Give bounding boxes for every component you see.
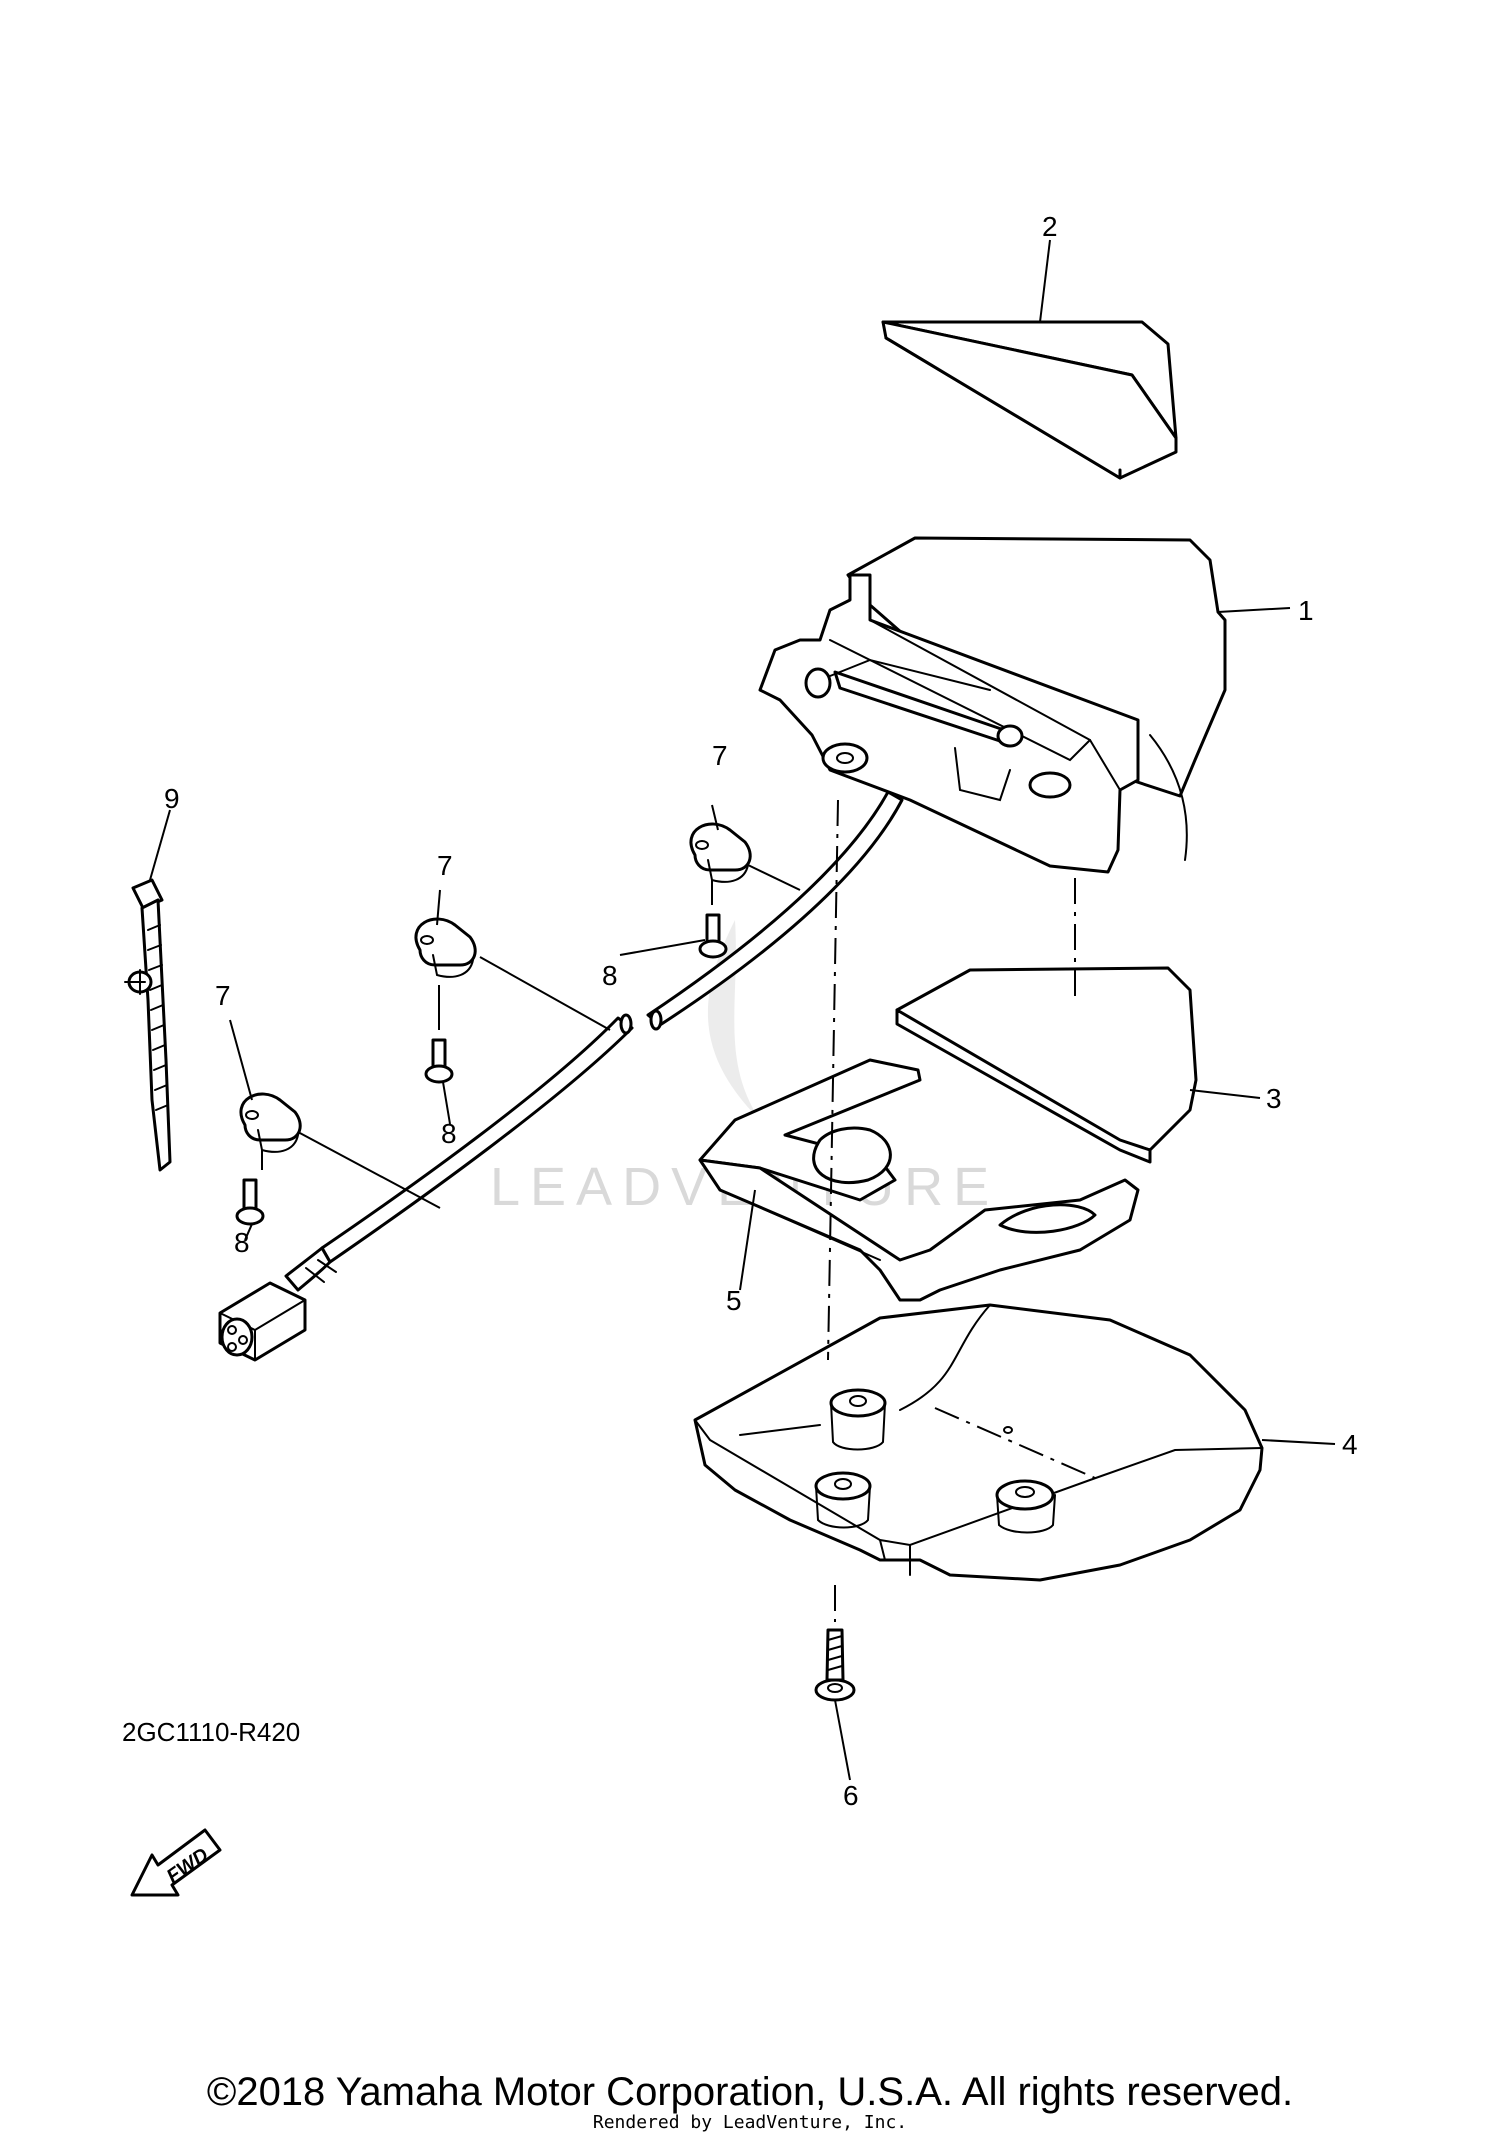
part-8-screw-middle — [424, 1038, 454, 1084]
callout-3: 3 — [1266, 1083, 1282, 1114]
callout-5: 5 — [726, 1285, 742, 1316]
part-7-clamp-left — [239, 1092, 302, 1153]
callout-8-right: 8 — [602, 960, 618, 991]
part-8-screw-left — [235, 1178, 265, 1226]
part-4-cover — [693, 1303, 1264, 1582]
callout-2: 2 — [1042, 211, 1058, 242]
callout-9: 9 — [164, 783, 180, 814]
part-3-gasket — [895, 966, 1198, 1164]
part-2-gasket — [881, 320, 1178, 480]
copyright-notice: ©2018 Yamaha Motor Corporation, U.S.A. A… — [206, 2070, 1294, 2114]
callout-6: 6 — [843, 1780, 859, 1811]
part-6-screw — [814, 1628, 856, 1702]
part-8-screw-right — [698, 913, 728, 959]
alignment-lines — [261, 799, 1076, 1622]
part-7-clamp-middle — [414, 917, 477, 978]
callout-8-middle: 8 — [441, 1118, 457, 1149]
fwd-arrow-icon: FWD — [130, 1828, 222, 1897]
rendered-by-notice: Rendered by LeadVenture, Inc. — [592, 2112, 908, 2133]
callout-1: 1 — [1298, 595, 1314, 626]
part-1-light-unit — [758, 536, 1227, 874]
part-7-clamp-right — [689, 822, 752, 883]
leader-lines — [149, 239, 1336, 1781]
part-5-bracket — [698, 1058, 1140, 1302]
callout-4: 4 — [1342, 1429, 1358, 1460]
part-9-cable-tie — [124, 878, 172, 1172]
callout-8-left: 8 — [234, 1227, 250, 1258]
callout-7-right: 7 — [712, 740, 728, 771]
diagram-reference-code: 2GC1110-R420 — [122, 1717, 301, 1747]
callout-7-middle: 7 — [437, 850, 453, 881]
wire-harness — [218, 790, 904, 1362]
callout-7-left: 7 — [215, 980, 231, 1011]
callout-numbers: 1 2 3 4 5 6 7 7 7 8 8 8 9 — [164, 211, 1358, 1811]
